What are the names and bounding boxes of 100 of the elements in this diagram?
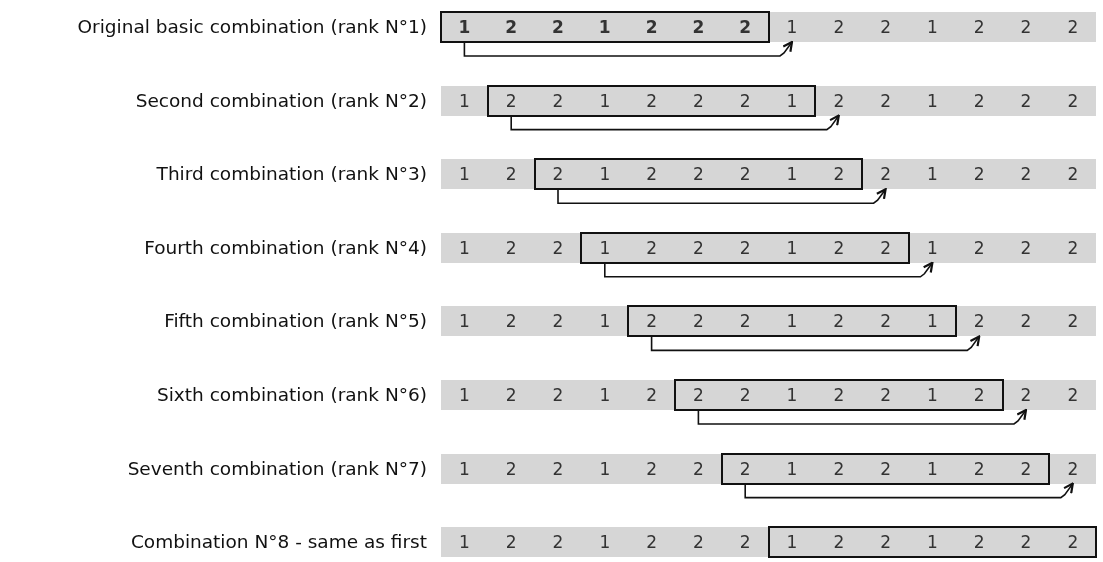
arrow (557, 188, 887, 204)
digit: 2 (739, 164, 751, 185)
digit: 2 (505, 532, 517, 553)
row-label: Sixth combination (rank N°6) (156, 383, 427, 407)
digit: 2 (1067, 458, 1079, 479)
digit: 1 (786, 458, 798, 479)
digit: 2 (646, 237, 657, 258)
window-frame (580, 231, 910, 264)
digit: 1 (599, 385, 611, 405)
digit: 1 (459, 311, 470, 332)
digit: 2 (646, 90, 657, 111)
digit: 2 (739, 385, 751, 405)
digit: 1 (927, 164, 938, 185)
digit: 2 (693, 532, 704, 553)
digit: 2 (646, 458, 657, 479)
digit: 2 (646, 311, 657, 332)
digit: 2 (739, 458, 751, 479)
digit: 2 (1067, 385, 1079, 405)
digit: 2 (693, 458, 704, 479)
digit: 2 (505, 311, 517, 332)
digit: 2 (645, 17, 658, 37)
digit: 1 (927, 237, 938, 258)
window-frame (674, 379, 1004, 411)
digit: 2 (880, 164, 891, 185)
digit: 2 (973, 237, 985, 258)
row-label: Fourth combination (rank N°4) (144, 235, 427, 260)
digit: 2 (552, 90, 564, 111)
digit: 2 (505, 458, 517, 479)
window-frame (486, 84, 817, 117)
digit: 1 (599, 458, 611, 479)
digit: 2 (1020, 17, 1032, 37)
arrow (510, 114, 840, 131)
digit: 1 (786, 532, 798, 553)
arrow (744, 482, 1074, 499)
window-frame (440, 11, 770, 43)
digit: 2 (833, 164, 845, 185)
digit: 2 (739, 90, 751, 111)
digit: 2 (833, 532, 845, 553)
digit: 2 (973, 385, 985, 405)
digit: 2 (552, 311, 564, 332)
digit: 2 (1020, 237, 1032, 258)
digit: 2 (505, 164, 517, 185)
digit: 2 (552, 17, 564, 37)
digit: 1 (599, 532, 611, 553)
digit: 1 (599, 237, 611, 258)
digit: 2 (973, 90, 985, 111)
digit: 2 (505, 237, 517, 258)
digit: 2 (552, 237, 564, 258)
digit: 2 (973, 17, 985, 37)
digit: 1 (786, 237, 798, 258)
digit: 1 (459, 90, 470, 111)
digit: 2 (880, 90, 891, 111)
window-frame (533, 158, 864, 191)
digit: 2 (646, 385, 657, 405)
digit: 2 (1020, 311, 1032, 332)
digit: 2 (692, 17, 705, 37)
digit: 2 (1067, 164, 1079, 185)
digit: 2 (880, 311, 891, 332)
row-label: Third combination (rank N°3) (156, 162, 427, 187)
digit: 2 (880, 17, 891, 37)
digit: 2 (552, 164, 564, 185)
digit: 2 (833, 237, 845, 258)
arrow (650, 335, 981, 352)
digit: 2 (1020, 90, 1032, 111)
digit: 2 (1067, 90, 1079, 111)
row-label: Seventh combination (rank N°7) (127, 456, 427, 481)
digit: 2 (973, 164, 985, 185)
digit: 2 (739, 237, 751, 258)
digit: 1 (598, 17, 611, 37)
digit: 2 (552, 458, 564, 479)
digit: 2 (1067, 532, 1079, 553)
digit: 2 (505, 17, 518, 37)
digit: 1 (786, 17, 798, 37)
digit: 2 (833, 458, 845, 479)
digit: 1 (926, 458, 938, 479)
window-frame (720, 452, 1051, 485)
digit: 1 (927, 385, 938, 405)
digit: 2 (646, 164, 657, 185)
digit: 1 (599, 311, 611, 332)
digit: 2 (693, 385, 704, 405)
arrow (604, 261, 934, 278)
digit: 2 (833, 385, 845, 405)
digit: 1 (786, 164, 798, 185)
window-frame (767, 526, 1098, 559)
digit: 2 (692, 311, 704, 332)
digit: 1 (786, 385, 798, 405)
digit: 2 (739, 17, 752, 37)
digit: 2 (505, 90, 517, 111)
row-label: Fifth combination (rank N°5) (164, 309, 427, 334)
digit: 1 (459, 532, 470, 553)
digit: 1 (459, 385, 470, 405)
row-label: Second combination (rank N°2) (135, 88, 427, 113)
digit: 2 (1067, 237, 1079, 258)
digit: 2 (880, 385, 891, 405)
digit: 2 (833, 17, 845, 37)
digit: 2 (880, 532, 891, 553)
digit: 1 (458, 17, 471, 37)
digit: 1 (599, 164, 611, 185)
digit: 2 (880, 237, 891, 258)
digit: 1 (786, 311, 798, 332)
